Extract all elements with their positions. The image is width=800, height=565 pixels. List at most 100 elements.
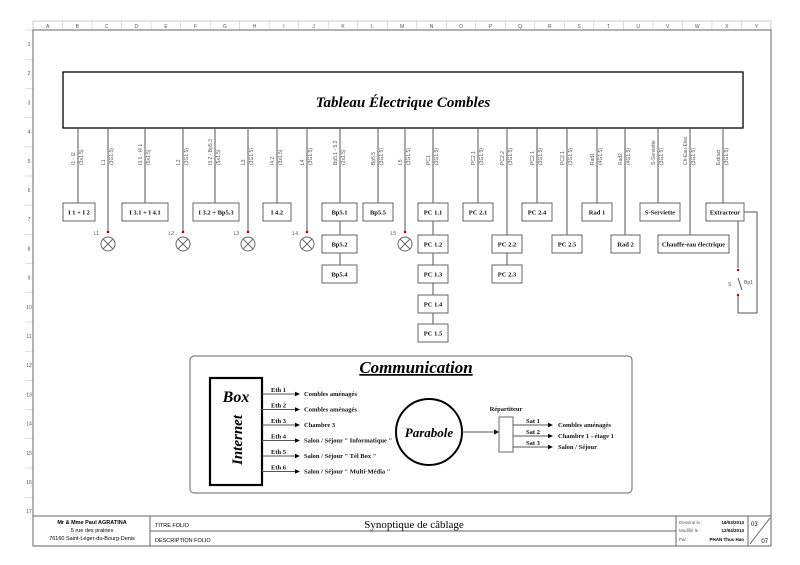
folio-number: 03 xyxy=(751,522,758,528)
arrow-icon xyxy=(295,407,300,412)
device-label: PC 1.3 xyxy=(424,272,443,279)
device-label: Rad 1 xyxy=(589,210,605,217)
feed-cable: (3G1.5) xyxy=(724,148,730,165)
feed-name: S-Serviette xyxy=(651,140,657,165)
device-box xyxy=(62,202,96,222)
communication-title: Communication xyxy=(359,358,472,377)
device-label: Bp5.5 xyxy=(370,210,387,217)
device-box xyxy=(321,202,358,222)
author: PHAN Thuc Hao xyxy=(709,537,744,542)
feed-cable: (3G1.5) xyxy=(308,148,314,165)
sheet-title: Synoptique de câblage xyxy=(364,519,464,531)
feed-cable: (3G1.5) xyxy=(379,148,385,165)
device-box xyxy=(262,202,292,222)
owner-street: 5 rue des prairies xyxy=(71,528,114,534)
device-label: Extracteur xyxy=(710,210,740,217)
feed-name: I3.1 - I4.1 xyxy=(138,144,144,165)
device-label: PC 1.1 xyxy=(424,210,442,217)
terminal-dot xyxy=(403,230,407,234)
parabole-label: Parabole xyxy=(405,425,454,440)
feed-name: L3 xyxy=(241,159,247,165)
column-label: I xyxy=(283,24,284,30)
sat-destination: Combles aménagés xyxy=(558,422,611,429)
eth-destination: Salon / Séjour " Multi-Média " xyxy=(304,469,390,476)
switch-contact xyxy=(737,277,743,291)
device-box xyxy=(521,202,553,222)
device-box xyxy=(491,264,523,284)
feed-name: PC2.1 xyxy=(560,151,566,165)
repartiteur-label: Répartiteur xyxy=(490,406,523,413)
drawn-label: Dessiné le : xyxy=(679,520,703,525)
eth-port: Eth 3 xyxy=(271,418,287,425)
column-label: L xyxy=(371,24,374,30)
terminal-dot xyxy=(181,230,185,234)
column-label: E xyxy=(164,24,168,30)
arrow-icon xyxy=(295,453,300,459)
column-label: O xyxy=(459,24,463,30)
column-label: X xyxy=(725,24,729,30)
feed-name: PC1 xyxy=(426,155,432,165)
eth-port: Eth 5 xyxy=(271,449,287,456)
device-box xyxy=(417,294,449,314)
device-box xyxy=(491,234,523,254)
column-label: D xyxy=(135,24,139,30)
row-label: 16 xyxy=(26,480,32,486)
column-label: W xyxy=(695,24,700,30)
column-label: M xyxy=(400,24,404,30)
lamp-label: L3 xyxy=(233,231,239,237)
feed-name: PC2.1 xyxy=(530,151,536,165)
column-label: R xyxy=(548,24,552,30)
modified-date: 12/04/2013 xyxy=(721,528,744,533)
feed-cable: (3G1.5) xyxy=(479,148,485,165)
sat-destination: Chambre 1 - étage 1 xyxy=(558,433,614,440)
panel-title: Tableau Électrique Combles xyxy=(316,94,491,111)
arrow-icon xyxy=(295,422,300,428)
device-box xyxy=(551,234,583,254)
feed-name: Ch-Eau-Elec xyxy=(683,136,689,165)
lamp-cross xyxy=(102,238,114,250)
feed-cable: (4G1.5) xyxy=(626,148,632,165)
feed-lines: I1 - I2(3x1.5)L1(3G1.5)I3.1 - I4.1(5x1.5… xyxy=(71,128,730,235)
row-label: 7 xyxy=(28,217,31,223)
row-label: 12 xyxy=(26,363,32,369)
feed-name: Bp5.5 xyxy=(371,152,377,165)
row-label: 8 xyxy=(28,246,31,252)
column-label: G xyxy=(223,24,227,30)
feed-cable: (3x1.5) xyxy=(79,149,85,165)
sat-destination: Salon / Séjour xyxy=(558,444,597,451)
arrow-icon xyxy=(295,391,300,397)
device-label: PC 1.2 xyxy=(424,242,442,249)
device-label: PC 2.1 xyxy=(469,210,487,217)
feed-cable: (3G1.5) xyxy=(249,148,255,165)
feed-cable: (5x1.5) xyxy=(146,149,152,165)
row-label: 14 xyxy=(26,422,32,428)
arrow-icon xyxy=(295,469,300,474)
column-label: V xyxy=(666,24,670,30)
device-box xyxy=(417,234,449,254)
feed-name: PC2.2 xyxy=(500,151,506,165)
column-label: A xyxy=(46,24,50,30)
eth-destination: Chambre 3 xyxy=(304,422,336,429)
column-label: K xyxy=(341,24,345,30)
arrow-icon xyxy=(548,422,553,428)
eth-port: Eth 1 xyxy=(271,387,286,394)
sat-port: Sat 2 xyxy=(526,429,540,436)
column-label: P xyxy=(489,24,493,30)
arrow-icon xyxy=(548,433,553,439)
feed-cable: (3G1.5) xyxy=(568,148,574,165)
lamp-label: L4 xyxy=(292,231,298,237)
lamp-label: L2 xyxy=(168,231,174,237)
arrow-icon xyxy=(295,438,300,443)
internet-box xyxy=(208,376,264,487)
arrow-icon xyxy=(548,444,553,450)
device-box xyxy=(657,234,730,254)
device-box xyxy=(362,202,394,222)
row-label: 15 xyxy=(26,451,32,457)
switch-name: Bp1 xyxy=(744,280,753,286)
title-block: Mr & Mme Paul AGRATINA 5 rue des prairie… xyxy=(33,515,771,546)
device-label: I 3.2 + Bp5.3 xyxy=(198,210,234,217)
feed-cable: (3G1.5) xyxy=(691,148,697,165)
